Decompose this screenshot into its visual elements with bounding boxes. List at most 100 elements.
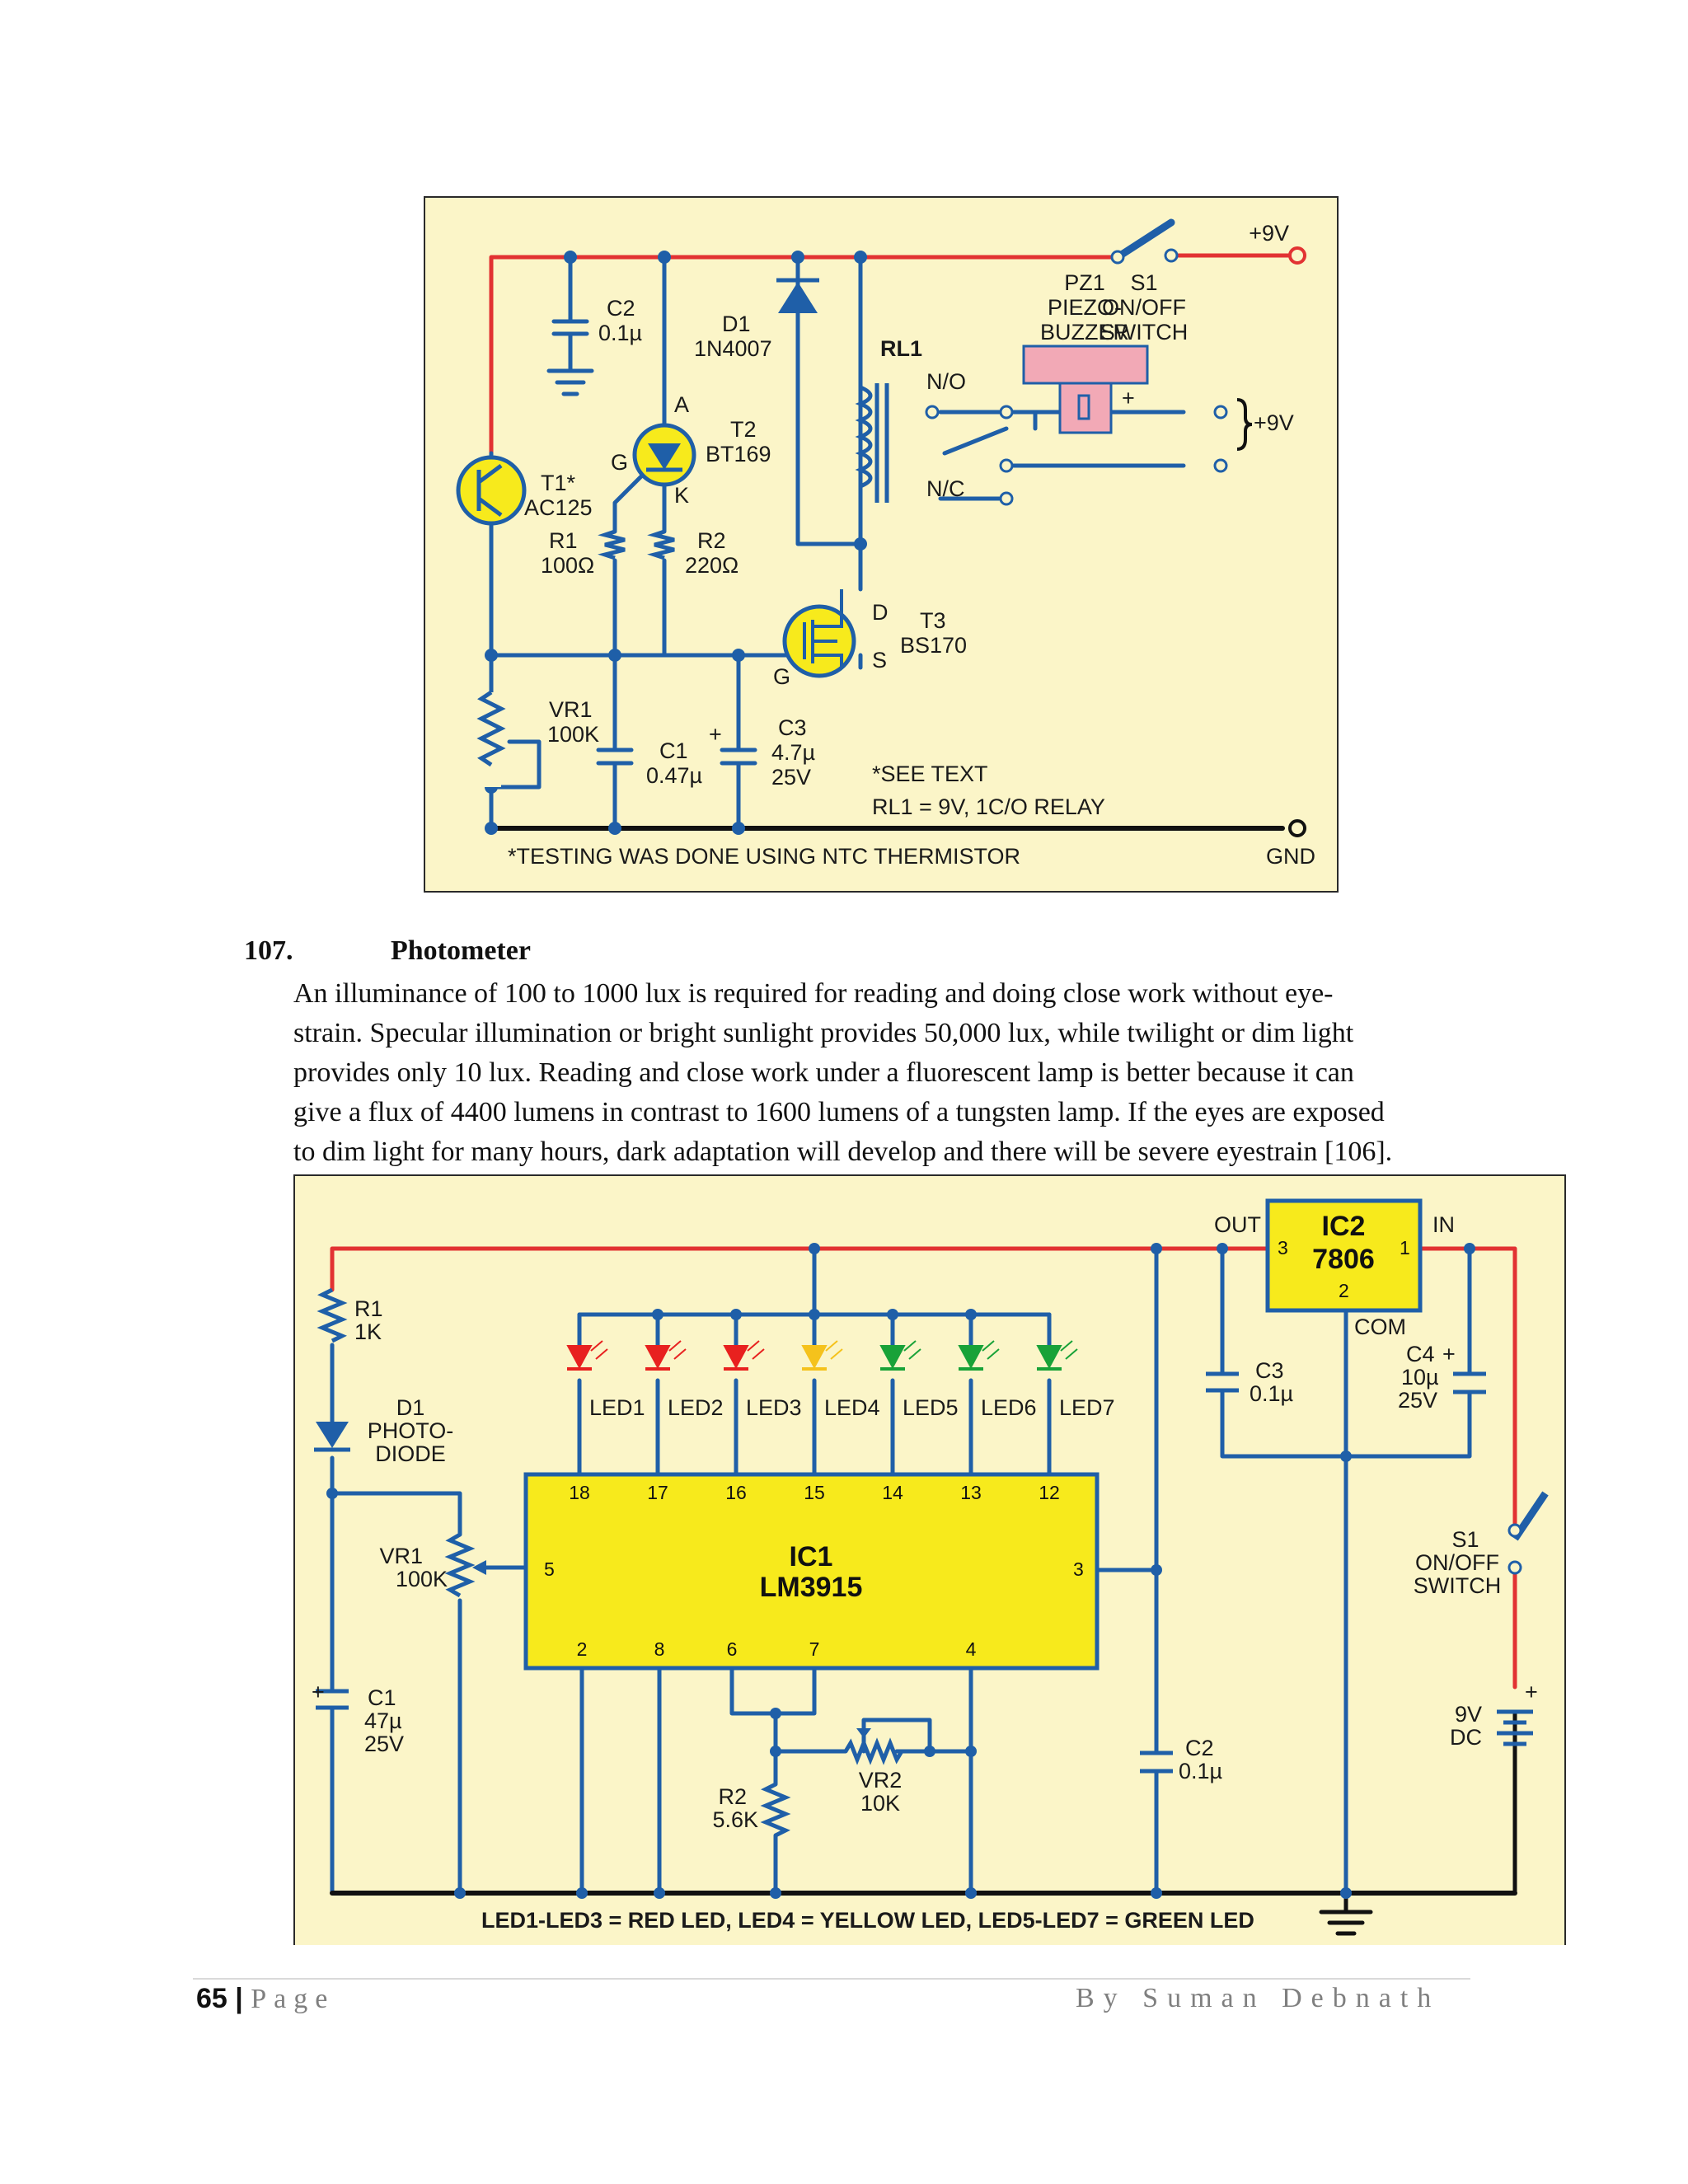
paragraph-line: to dim light for many hours, dark adapta… [293,1137,1393,1167]
section-title: Photometer [391,935,531,966]
led-icon [645,1345,671,1370]
c3-voltage: 25V [771,765,811,790]
ic2-pin-3: 3 [1278,1237,1288,1258]
r2-value: 220Ω [685,553,738,578]
led-icon [801,1345,828,1370]
c1-capacitor-icon [316,1689,349,1710]
c2-value-2: 0.1µ [1179,1759,1222,1783]
battery-icon [1497,1709,1533,1746]
rl1-label: RL1 [880,336,922,361]
c4-label-2: C4 [1406,1342,1435,1366]
c3-label: C3 [778,715,807,740]
brace-icon [1236,398,1253,451]
ic1-pin-label: 15 [804,1482,825,1503]
d1-value-3: DIODE [375,1441,446,1466]
led-icon [723,1345,749,1370]
c3-plus: + [709,722,722,747]
c2-label-2: C2 [1185,1736,1214,1760]
vr1-label: VR1 [549,697,593,722]
d1-value: 1N4007 [694,336,772,361]
junction-dots-2 [326,1243,1475,1899]
c4-voltage: 25V [1398,1388,1437,1413]
ic2-body [1265,1198,1423,1313]
r1-resistor-icon [598,529,626,560]
paragraph-line: An illuminance of 100 to 1000 lux is req… [293,978,1334,1009]
t3-value: BS170 [900,633,967,658]
r1-value: 100Ω [541,553,594,578]
ic1-pin-label: 14 [882,1482,903,1503]
led-ray-icon [590,1340,608,1360]
led-bus [577,1246,1052,1317]
c1-label: C1 [659,738,688,763]
vr2-value: 10K [860,1791,900,1816]
input-rail [1418,1246,1517,1533]
photometer-circuit: IC2 7806 OUT IN COM 3 1 2 R1 1K D1 PHOTO… [293,1174,1566,1945]
c4-plus: + [1442,1342,1456,1366]
t1-value: AC125 [524,495,593,520]
led-icon [958,1345,984,1370]
photodiode-icon [316,1422,349,1448]
d1-branch [795,255,863,546]
gnd-label: GND [1266,844,1315,869]
led-label: LED2 [668,1395,724,1420]
circuit1-schematic: +9V S1 ON/OFF SWITCH PZ1 PIEZO- BUZZER C… [456,218,1315,869]
relay-coil-icon [855,385,873,489]
c1-plus: + [312,1680,325,1704]
ic1-pin-label: 8 [654,1638,665,1660]
piezo-buzzer-icon [1022,344,1149,385]
paragraph-line: give a flux of 4400 lumens in contrast t… [293,1097,1385,1127]
see-text-note: *SEE TEXT [872,762,988,786]
t3-pin-d: D [872,600,889,625]
led-icon [879,1345,906,1370]
t3-label: T3 [920,608,946,633]
c3-value-2: 0.1µ [1250,1381,1293,1406]
thermistor-alarm-circuit: +9V S1 ON/OFF SWITCH PZ1 PIEZO- BUZZER C… [424,196,1339,893]
section-number: 107. [244,935,293,966]
ic2-out-label: OUT [1214,1212,1261,1237]
s1-label-2: S1 [1451,1527,1479,1552]
vr1-label-2: VR1 [379,1544,423,1568]
ic1-pin-label: 18 [569,1482,590,1503]
r2-resistor-icon [647,529,675,560]
r2-value-2: 5.6K [712,1807,758,1832]
led-ray-icon [903,1340,921,1360]
ic2-pin-1: 1 [1400,1237,1410,1258]
ic2-pin-2: 2 [1339,1280,1349,1301]
buzzer-supply-label: +9V [1254,410,1294,435]
ic1-pin-label: 6 [727,1638,738,1660]
battery-value: DC [1450,1725,1482,1750]
switch-lever [1114,218,1175,261]
t2-pin-k: K [674,483,689,508]
buzzer-plus: + [1122,386,1135,410]
ic2-com-label: COM [1354,1315,1406,1339]
ic2-value: 7806 [1312,1244,1375,1275]
t3-pin-s: S [872,648,887,673]
testing-note: *TESTING WAS DONE USING NTC THERMISTOR [508,844,1020,869]
pz1-label: PZ1 [1064,270,1105,295]
ic1-pin-label: 2 [577,1638,588,1660]
c3-label-2: C3 [1255,1358,1284,1383]
page-word: Page [251,1984,335,2014]
r1-label-2: R1 [354,1296,383,1321]
c2-symbol [546,255,594,396]
battery-plus: + [1525,1680,1538,1704]
d1-value-2: PHOTO- [368,1418,454,1443]
ic1-pin-label: 7 [809,1638,820,1660]
led-ray-icon [825,1340,843,1360]
footer-separator: | [235,1983,243,2014]
s1-value-2: ON/OFF [1415,1550,1499,1575]
c3-value: 4.7µ [771,740,815,765]
no-label: N/O [926,369,966,394]
led-icon [566,1345,593,1370]
c1-voltage: 25V [364,1732,404,1756]
ic1-pin-label: 13 [960,1482,982,1503]
circuit2-schematic: IC2 7806 OUT IN COM 3 1 2 R1 1K D1 PHOTO… [312,1198,1549,1936]
led-ray-icon [747,1340,765,1360]
s1-label: S1 [1130,270,1157,295]
s1-label-2: ON/OFF [1102,295,1186,320]
c1-label-2: C1 [368,1685,396,1710]
positive-rail-2 [330,1246,1270,1292]
ic2-in-label: IN [1432,1212,1455,1237]
c1-value-2: 47µ [364,1708,402,1733]
